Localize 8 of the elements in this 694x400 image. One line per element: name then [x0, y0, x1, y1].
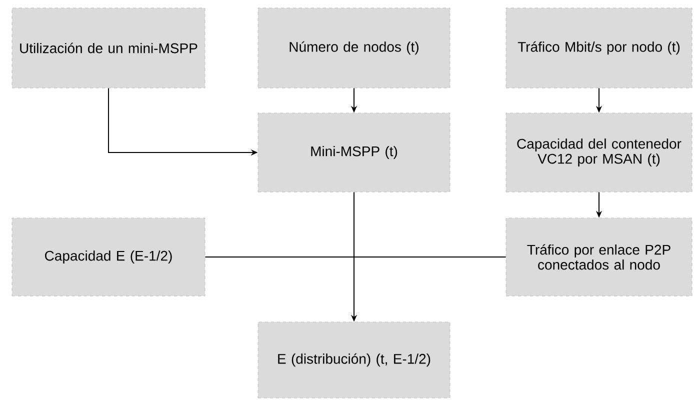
- process-box: E (distribución) (t, E-1/2): [258, 322, 450, 398]
- process-box: Mini-MSPP (t): [258, 112, 450, 192]
- process-box: Capacidad E (E-1/2): [12, 218, 206, 296]
- process-box: Tráfico Mbit/s por nodo (t): [506, 8, 692, 88]
- process-box: Utilización de un mini-MSPP: [12, 8, 206, 88]
- process-box: Tráfico por enlace P2P conectados al nodo: [506, 218, 692, 296]
- process-box: Capacidad del contenedor VC12 por MSAN (t): [506, 112, 692, 192]
- process-box: Número de nodos (t): [258, 8, 450, 88]
